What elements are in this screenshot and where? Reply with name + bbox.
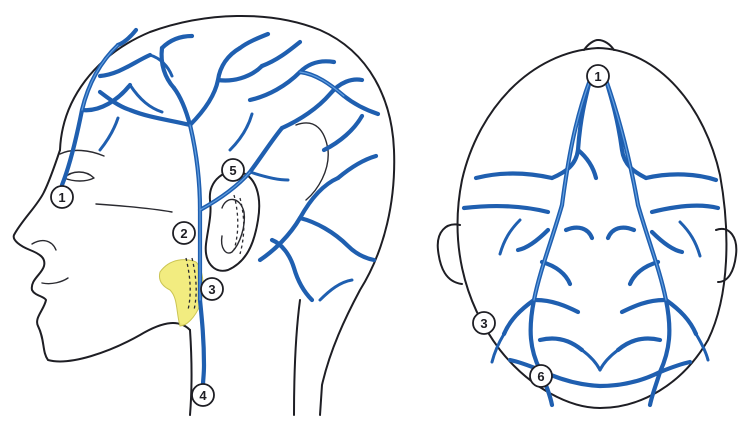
parotid-gland (159, 260, 203, 326)
svg-text:4: 4 (199, 388, 207, 403)
vein-frontal (62, 45, 118, 185)
eyebrow (60, 150, 104, 156)
neck-back (294, 300, 300, 415)
top-marker-1: 1 (587, 65, 609, 87)
side-view-veins (62, 30, 378, 385)
neck-front (190, 330, 192, 415)
top-marker-3: 3 (473, 312, 495, 334)
svg-text:6: 6 (537, 369, 544, 384)
svg-text:1: 1 (594, 69, 601, 84)
ear-dashed-vessel-1 (234, 195, 238, 250)
svg-text:1: 1 (58, 190, 65, 205)
side-marker-1: 1 (51, 186, 73, 208)
svg-text:5: 5 (229, 163, 236, 178)
ear-inner (222, 199, 245, 253)
svg-text:3: 3 (480, 316, 487, 331)
side-marker-2: 2 (173, 222, 195, 244)
mouth (42, 278, 68, 284)
side-marker-3: 3 (201, 278, 223, 300)
top-marker-6: 6 (530, 365, 552, 387)
nostril (32, 241, 56, 250)
side-view-head: 1 2 3 4 5 (14, 16, 395, 415)
eye (64, 172, 94, 181)
side-marker-5: 5 (222, 159, 244, 181)
cheek-line (96, 204, 172, 212)
face-profile (14, 150, 190, 361)
top-view-veins (464, 80, 718, 405)
svg-text:2: 2 (180, 226, 187, 241)
svg-text:3: 3 (208, 282, 215, 297)
top-view-head: 1 3 6 (438, 40, 737, 408)
side-marker-4: 4 (192, 384, 214, 406)
vein-external-jugular (200, 300, 204, 385)
